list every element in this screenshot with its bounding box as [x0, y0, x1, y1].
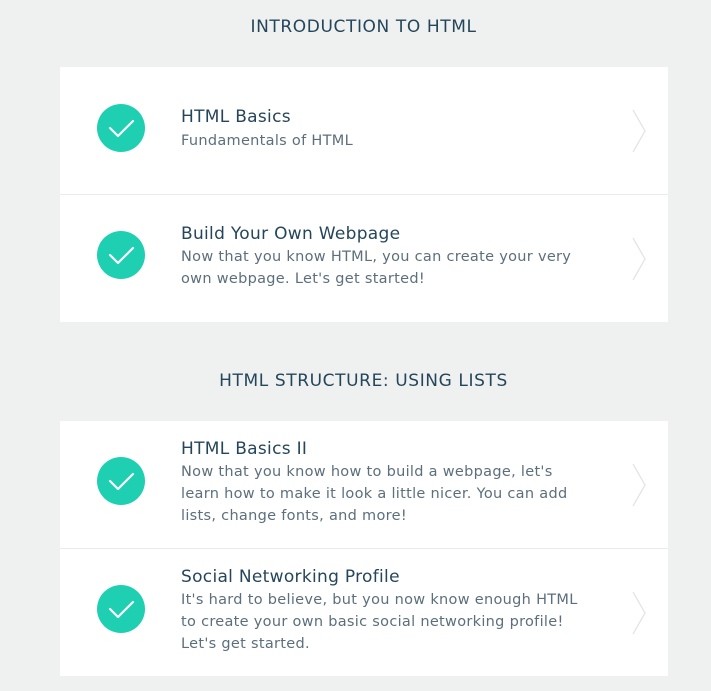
lesson-card: HTML Basics Fundamentals of HTML Build Y… [60, 67, 668, 322]
chevron-right-icon [630, 235, 648, 283]
section-title: HTML STRUCTURE: USING LISTS [219, 371, 508, 391]
lesson-item-social-networking-profile[interactable]: Social Networking Profile It's hard to b… [60, 549, 668, 676]
lesson-item-build-your-own-webpage[interactable]: Build Your Own Webpage Now that you know… [60, 195, 668, 322]
lesson-description: It's hard to believe, but you now know e… [181, 592, 578, 652]
chevron-right-icon [630, 589, 648, 637]
lesson-item-html-basics[interactable]: HTML Basics Fundamentals of HTML [60, 67, 668, 194]
lesson-description: Fundamentals of HTML [181, 133, 353, 149]
lesson-title: HTML Basics [181, 107, 291, 127]
checkmark-icon [97, 104, 145, 152]
chevron-right-icon [630, 461, 648, 509]
divider [60, 194, 668, 195]
lesson-item-html-basics-ii[interactable]: HTML Basics II Now that you know how to … [60, 421, 668, 548]
checkmark-icon [97, 585, 145, 633]
lesson-description: Now that you know how to build a webpage… [181, 464, 568, 524]
checkmark-icon [97, 457, 145, 505]
divider [60, 548, 668, 549]
lesson-card: HTML Basics II Now that you know how to … [60, 421, 668, 676]
chevron-right-icon [630, 107, 648, 155]
checkmark-icon [97, 231, 145, 279]
lesson-title: HTML Basics II [181, 439, 308, 459]
section-title: INTRODUCTION TO HTML [250, 17, 477, 37]
lesson-title: Build Your Own Webpage [181, 224, 401, 244]
lesson-description: Now that you know HTML, you can create y… [181, 249, 572, 287]
lesson-title: Social Networking Profile [181, 567, 400, 587]
